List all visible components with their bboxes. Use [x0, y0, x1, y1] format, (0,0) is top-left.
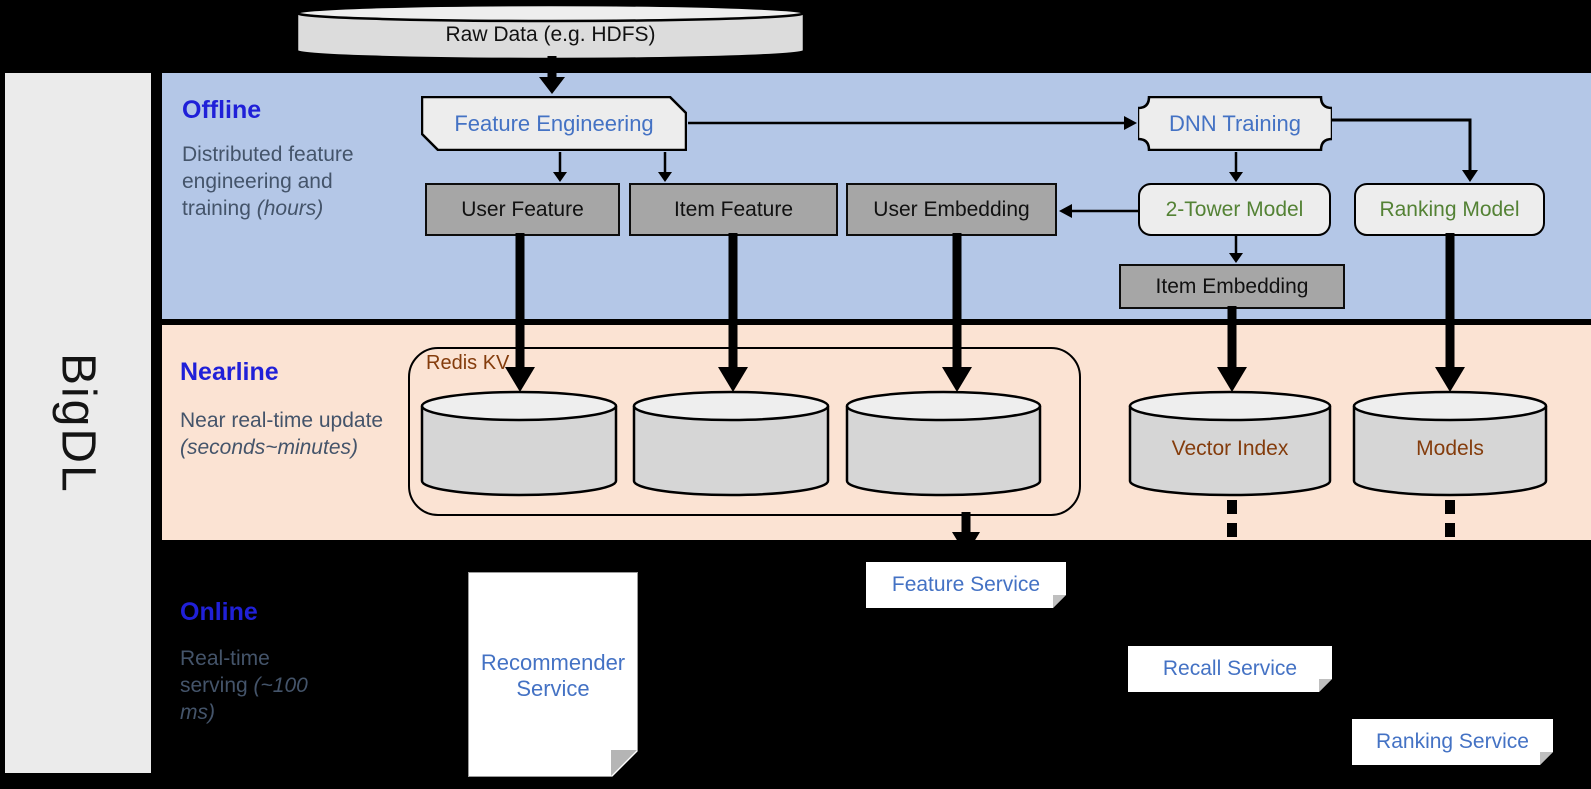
item-embedding-node: Item Embedding [1119, 264, 1345, 309]
item-feature-node: Item Feature [629, 183, 838, 236]
redis-cylinder-2 [632, 390, 830, 497]
ranking-service-label: Ranking Service [1376, 730, 1529, 753]
redis-kv-label: Redis KV [426, 352, 510, 374]
cylinder-icon [1128, 390, 1332, 497]
user-feature-node: User Feature [425, 183, 620, 236]
item-embedding-label: Item Embedding [1155, 274, 1309, 298]
models-cylinder: Models [1352, 390, 1548, 497]
vector-index-label: Vector Index [1171, 437, 1289, 461]
user-feature-label: User Feature [461, 197, 584, 221]
cylinder-icon [420, 390, 618, 497]
offline-title: Offline [182, 96, 262, 124]
recommender-service-label: Recommender Service [480, 650, 626, 702]
plaque-icon [1138, 96, 1332, 151]
feature-engineering-node: Feature Engineering [421, 96, 687, 151]
raw-data-cylinder: Raw Data (e.g. HDFS) [295, 3, 806, 61]
two-tower-model-node: 2-Tower Model [1138, 183, 1331, 236]
bigdl-rail: BigDL [5, 73, 151, 773]
online-subtitle-text: Real-time serving [180, 647, 270, 697]
folded-corner-icon [611, 750, 637, 776]
offline-subtitle-note: (hours) [256, 196, 324, 220]
online-subtitle: Real-time serving (~100 ms) [180, 646, 308, 727]
dnn-training-label: DNN Training [1168, 110, 1302, 136]
user-embedding-label: User Embedding [873, 197, 1030, 221]
nearline-subtitle-text: Near real-time update [180, 409, 384, 432]
two-tower-model-label: 2-Tower Model [1165, 197, 1304, 221]
item-feature-label: Item Feature [673, 197, 794, 221]
ranking-model-node: Ranking Model [1354, 183, 1545, 236]
nearline-subtitle-note: (seconds~minutes) [180, 435, 358, 459]
cylinder-icon [295, 3, 806, 61]
recall-service-label: Recall Service [1162, 657, 1298, 680]
offline-subtitle-text: Distributed feature engineering and trai… [182, 143, 354, 220]
snip-rect-icon [421, 96, 687, 151]
ranking-service-node: Ranking Service [1352, 719, 1553, 765]
offline-subtitle: Distributed feature engineering and trai… [182, 142, 360, 223]
redis-cylinder-1 [420, 390, 618, 497]
online-title: Online [180, 598, 258, 626]
online-subtitle-note: (~100 ms) [180, 673, 308, 724]
folded-corner-icon [1053, 595, 1066, 608]
folded-corner-icon [1540, 752, 1553, 765]
bigdl-label: BigDL [51, 352, 105, 494]
redis-kv-container [408, 347, 1081, 516]
dnn-training-node: DNN Training [1138, 96, 1332, 151]
raw-data-label: Raw Data (e.g. HDFS) [445, 23, 656, 46]
recommender-service-node: Recommender Service [468, 572, 638, 777]
feature-service-node: Feature Service [866, 562, 1066, 608]
nearline-title: Nearline [180, 358, 279, 386]
user-embedding-node: User Embedding [846, 183, 1057, 236]
recall-service-node: Recall Service [1128, 646, 1332, 692]
models-label: Models [1416, 437, 1484, 461]
nearline-subtitle: Near real-time update (seconds~minutes) [180, 408, 418, 462]
cylinder-icon [632, 390, 830, 497]
feature-service-label: Feature Service [891, 573, 1041, 596]
vector-index-cylinder: Vector Index [1128, 390, 1332, 497]
folded-corner-icon [1319, 679, 1332, 692]
cylinder-icon [845, 390, 1042, 497]
ranking-model-label: Ranking Model [1379, 197, 1520, 221]
feature-engineering-label: Feature Engineering [454, 110, 654, 136]
cylinder-icon [1352, 390, 1548, 497]
redis-cylinder-3 [845, 390, 1042, 497]
